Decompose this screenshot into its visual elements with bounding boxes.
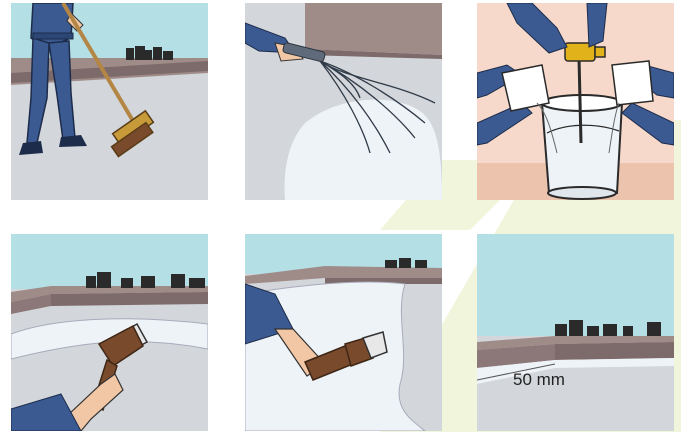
finished-illustration [477,234,674,431]
brushing-upstand-illustration [11,234,208,431]
sweeping-illustration [11,3,208,200]
panel-brushing-surface [245,234,442,431]
panel-mixing [477,3,674,200]
upstand-height-label: 50 mm [513,370,565,390]
panel-rinsing [245,3,442,200]
panel-sweeping [11,3,208,200]
panel-finished: 50 mm [477,234,674,431]
brushing-surface-illustration [245,234,442,431]
panel-brushing-upstand [11,234,208,431]
mixing-illustration [477,3,674,200]
rinsing-illustration [245,3,442,200]
